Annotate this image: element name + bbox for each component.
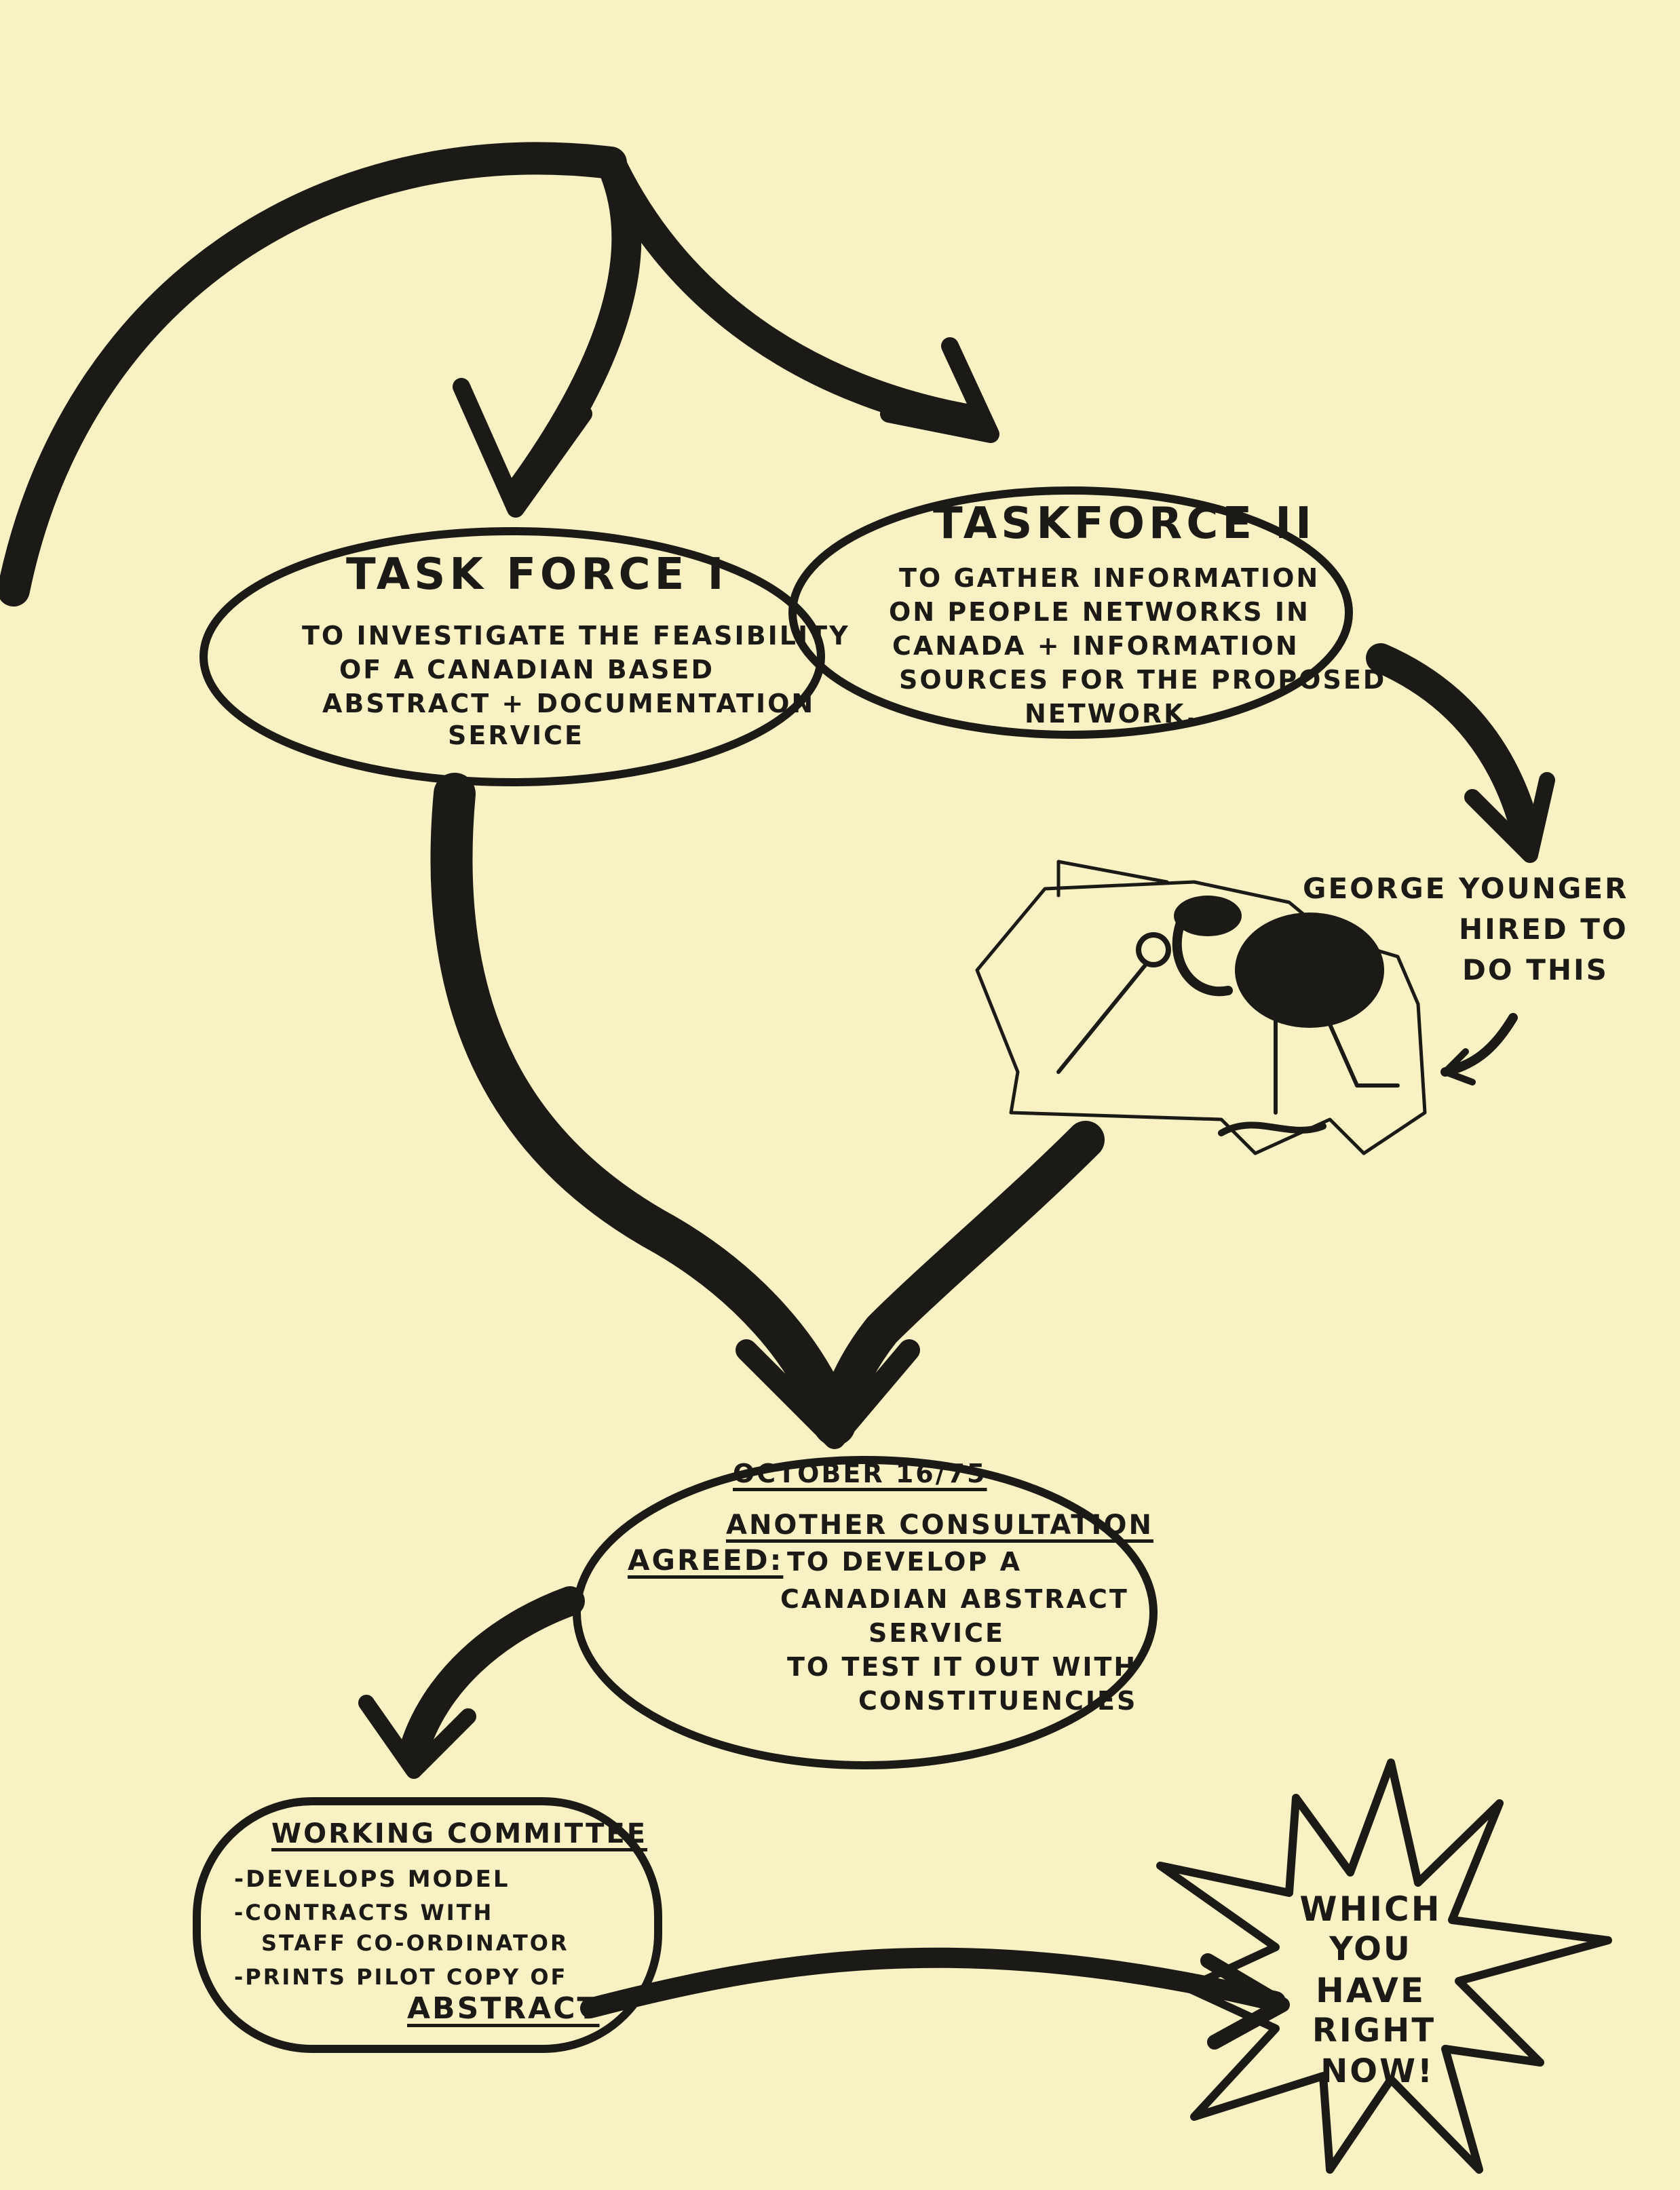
working-committee-item-4: -PRINTS PILOT COPY OF [234, 1964, 568, 1990]
consultation-line-2: CANADIAN ABSTRACT [780, 1584, 1129, 1614]
arrowhead-george [1464, 772, 1555, 863]
starburst-shape [1156, 1759, 1612, 2174]
consultation-line-1: TO DEVELOP A [787, 1547, 1022, 1577]
consultation-line-4: TO TEST IT OUT WITH [787, 1652, 1138, 1682]
arrow-detective-down [816, 1121, 1105, 1444]
consultation-line-5: CONSTITUENCIES [858, 1686, 1138, 1716]
arrowhead-consultation [736, 1339, 920, 1449]
task-force-2-oval [788, 486, 1353, 739]
working-committee-oval [193, 1797, 662, 2053]
arrowhead-task-force-2 [880, 337, 999, 443]
george-line-2: HIRED TO [1459, 912, 1628, 946]
task-force-1-oval [199, 527, 825, 786]
working-committee-item-3: STAFF CO-ORDINATOR [261, 1930, 569, 1956]
arrow-to-starburst [580, 1947, 1286, 2018]
small-arrow-to-detective [1440, 1013, 1518, 1077]
working-committee-item-1: -DEVELOPS MODEL [234, 1866, 510, 1893]
task-force-1-line-4: SERVICE [448, 721, 584, 750]
top-arc-arrow [0, 142, 627, 607]
starburst-line-4: RIGHT [1312, 2012, 1436, 2050]
agreed-label: AGREED: [628, 1543, 784, 1577]
arrow-to-working-committee [399, 1586, 585, 1765]
arrow-to-task-force-2 [596, 148, 992, 436]
consultation-line-3: SERVICE [868, 1618, 1005, 1648]
task-force-2-title: TASKFORCE II [933, 499, 1316, 549]
arrow-to-george [1366, 643, 1542, 849]
arrow-task-force-1-down [430, 773, 856, 1446]
starburst-line-1: WHICH [1299, 1889, 1442, 1929]
task-force-1-line-2: OF A CANADIAN BASED [339, 655, 715, 685]
consultation-date: OCTOBER 16/75 [733, 1459, 987, 1488]
starburst-line-2: YOU [1329, 1930, 1412, 1968]
task-force-1-line-3: ABSTRACT + DOCUMENTATION [322, 689, 816, 718]
task-force-1-line-1: TO INVESTIGATE THE FEASIBILITY [302, 621, 850, 651]
working-committee-title: WORKING COMMITTEE [271, 1818, 648, 1849]
arrowhead-task-force-1 [453, 378, 592, 518]
consultation-heading: ANOTHER CONSULTATION [726, 1510, 1153, 1541]
task-force-2-line-5: NETWORK. [1025, 699, 1198, 729]
working-committee-item-2: -CONTRACTS WITH [234, 1900, 494, 1925]
starburst-line-5: NOW! [1320, 2052, 1434, 2090]
task-force-2-line-3: CANADA + INFORMATION [892, 631, 1299, 661]
working-committee-emphasis: ABSTRACT [407, 1991, 600, 2026]
arrowhead-starburst [1200, 1953, 1290, 2050]
task-force-1-title: TASK FORCE I [346, 550, 728, 600]
detective-map-illustration [975, 860, 1427, 1155]
task-force-2-line-1: TO GATHER INFORMATION [899, 563, 1320, 593]
task-force-2-line-2: ON PEOPLE NETWORKS IN [889, 597, 1310, 627]
starburst-line-3: HAVE [1316, 1971, 1426, 2010]
task-force-2-line-4: SOURCES FOR THE PROPOSED [899, 665, 1387, 695]
george-line-3: DO THIS [1462, 953, 1609, 986]
arrowhead-working-committee [358, 1695, 476, 1779]
george-line-1: GEORGE YOUNGER [1303, 872, 1629, 905]
